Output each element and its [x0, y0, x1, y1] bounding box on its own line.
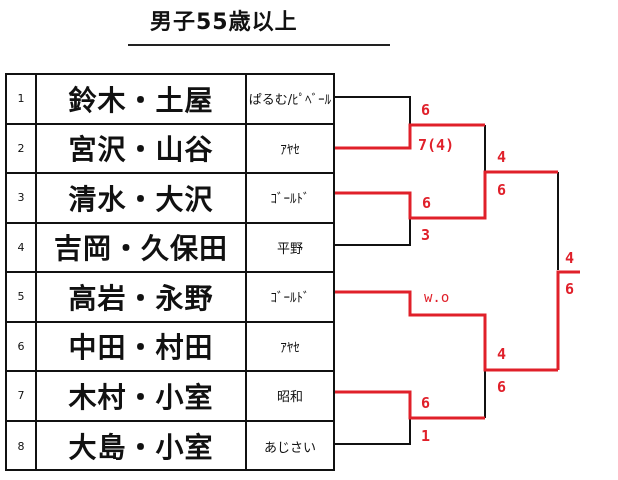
score-label: 6	[422, 194, 432, 212]
club-name: ｺﾞｰﾙﾄﾞ	[270, 291, 310, 307]
club-name: 平野	[276, 241, 303, 257]
table-row: 2 宮沢・山谷 ｱﾔｾ	[7, 124, 333, 174]
player-names: 吉岡・久保田	[37, 223, 247, 271]
player-names: 中田・村田	[37, 322, 247, 370]
player-names: 木村・小室	[37, 372, 247, 420]
winner-path	[335, 290, 558, 372]
bracket-line	[335, 198, 411, 246]
score-label: 6	[497, 181, 507, 199]
club-name: ぱるむ/ﾋﾟﾍﾞｰﾙ	[248, 93, 332, 109]
table-row: 7 木村・小室 昭和	[7, 372, 333, 422]
player-names: 清水・大沢	[37, 174, 247, 222]
table-row: 5 高岩・永野 ｺﾞｰﾙﾄﾞ	[7, 273, 333, 323]
score-label: 3	[421, 226, 431, 244]
seed-number: 5	[7, 273, 37, 321]
score-label: 4	[497, 345, 507, 363]
seed-number: 3	[7, 174, 37, 222]
winner-path	[335, 170, 558, 220]
page-title: 男子55歳以上	[150, 10, 298, 35]
player-names: 高岩・永野	[37, 273, 247, 321]
seed-number: 6	[7, 322, 37, 370]
seed-number: 1	[7, 75, 37, 123]
player-names: 宮沢・山谷	[37, 124, 247, 172]
winner-path	[556, 270, 580, 370]
title-underline	[128, 44, 390, 46]
score-label: 6	[497, 378, 507, 396]
club-name: ｱﾔｾ	[280, 340, 300, 356]
bracket-line	[335, 96, 411, 125]
club-name: ｱﾔｾ	[280, 142, 300, 158]
entry-table: 1 鈴木・土屋 ぱるむ/ﾋﾟﾍﾞｰﾙ 2 宮沢・山谷 ｱﾔｾ 3 清水・大沢 ｺ…	[5, 73, 335, 471]
table-row: 4 吉岡・久保田 平野	[7, 223, 333, 273]
seed-number: 7	[7, 372, 37, 420]
score-label: w.o	[424, 290, 450, 306]
club-name: ｺﾞｰﾙﾄﾞ	[270, 192, 310, 208]
score-label: 6	[421, 101, 431, 119]
bracket-line	[335, 410, 411, 445]
table-row: 1 鈴木・土屋 ぱるむ/ﾋﾟﾍﾞｰﾙ	[7, 75, 333, 125]
table-row: 6 中田・村田 ｱﾔｾ	[7, 322, 333, 372]
winner-path	[335, 390, 485, 420]
bracket-lines-winner	[335, 123, 580, 420]
seed-number: 8	[7, 421, 37, 471]
score-label: 7(4)	[418, 136, 455, 154]
score-label: 4	[497, 148, 507, 166]
club-name: あじさい	[263, 440, 316, 456]
player-names: 大島・小室	[37, 421, 247, 471]
table-row: 3 清水・大沢 ｺﾞｰﾙﾄﾞ	[7, 174, 333, 224]
winner-path	[335, 123, 485, 150]
club-name: 昭和	[276, 390, 303, 406]
seed-number: 4	[7, 223, 37, 271]
score-label: 4	[565, 249, 575, 267]
table-row: 8 大島・小室 あじさい	[7, 421, 333, 471]
score-label: 1	[421, 427, 431, 445]
score-label: 6	[421, 394, 431, 412]
player-names: 鈴木・土屋	[37, 75, 247, 123]
seed-number: 2	[7, 124, 37, 172]
score-label: 6	[565, 280, 575, 298]
